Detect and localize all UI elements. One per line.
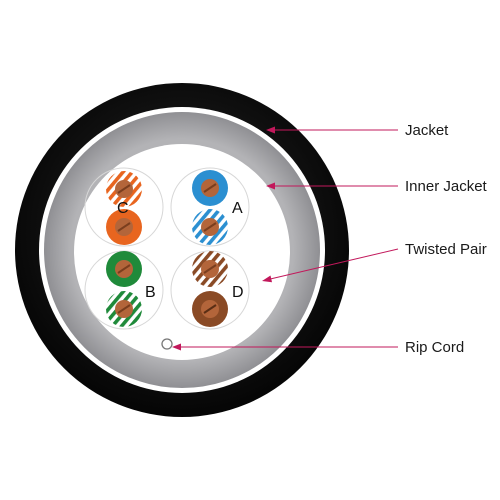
- pair-c-boundary: [84, 167, 164, 247]
- twisted-pair-d: [170, 250, 250, 330]
- pair-a-boundary: [170, 167, 250, 247]
- pair-letter-c: C: [117, 200, 129, 217]
- twisted-pair-c: [84, 167, 164, 247]
- wire-orange-white: [106, 171, 142, 207]
- pair-letter-a: A: [232, 200, 243, 217]
- label-twisted-pair: Twisted Pair: [405, 241, 487, 258]
- callout-arrow-twisted-pair: [262, 275, 272, 283]
- wire-brown-white: [192, 251, 228, 287]
- wire-green: [106, 251, 142, 287]
- pair-letter-b: B: [145, 284, 156, 301]
- label-jacket: Jacket: [405, 122, 449, 139]
- callout-arrow-jacket: [266, 126, 275, 134]
- wire-blue-white: [192, 209, 228, 245]
- callout-line-twisted-pair: [265, 248, 399, 281]
- callout-arrow-inner-jacket: [266, 182, 275, 190]
- wire-green-white: [106, 291, 142, 327]
- cable-core: [74, 144, 290, 360]
- rip-cord: [161, 338, 173, 350]
- pair-letter-d: D: [232, 284, 244, 301]
- wire-brown: [192, 291, 228, 327]
- inner-jacket-outline: [42, 110, 322, 390]
- wire-blue: [192, 170, 228, 206]
- label-inner-jacket: Inner Jacket: [405, 178, 488, 195]
- label-rip-cord: Rip Cord: [405, 339, 464, 356]
- callout-arrow-rip-cord: [172, 343, 181, 351]
- wire-orange: [106, 209, 142, 245]
- twisted-pair-a: [170, 167, 250, 247]
- twisted-pair-b: [84, 250, 164, 330]
- callout-lines: [172, 126, 399, 351]
